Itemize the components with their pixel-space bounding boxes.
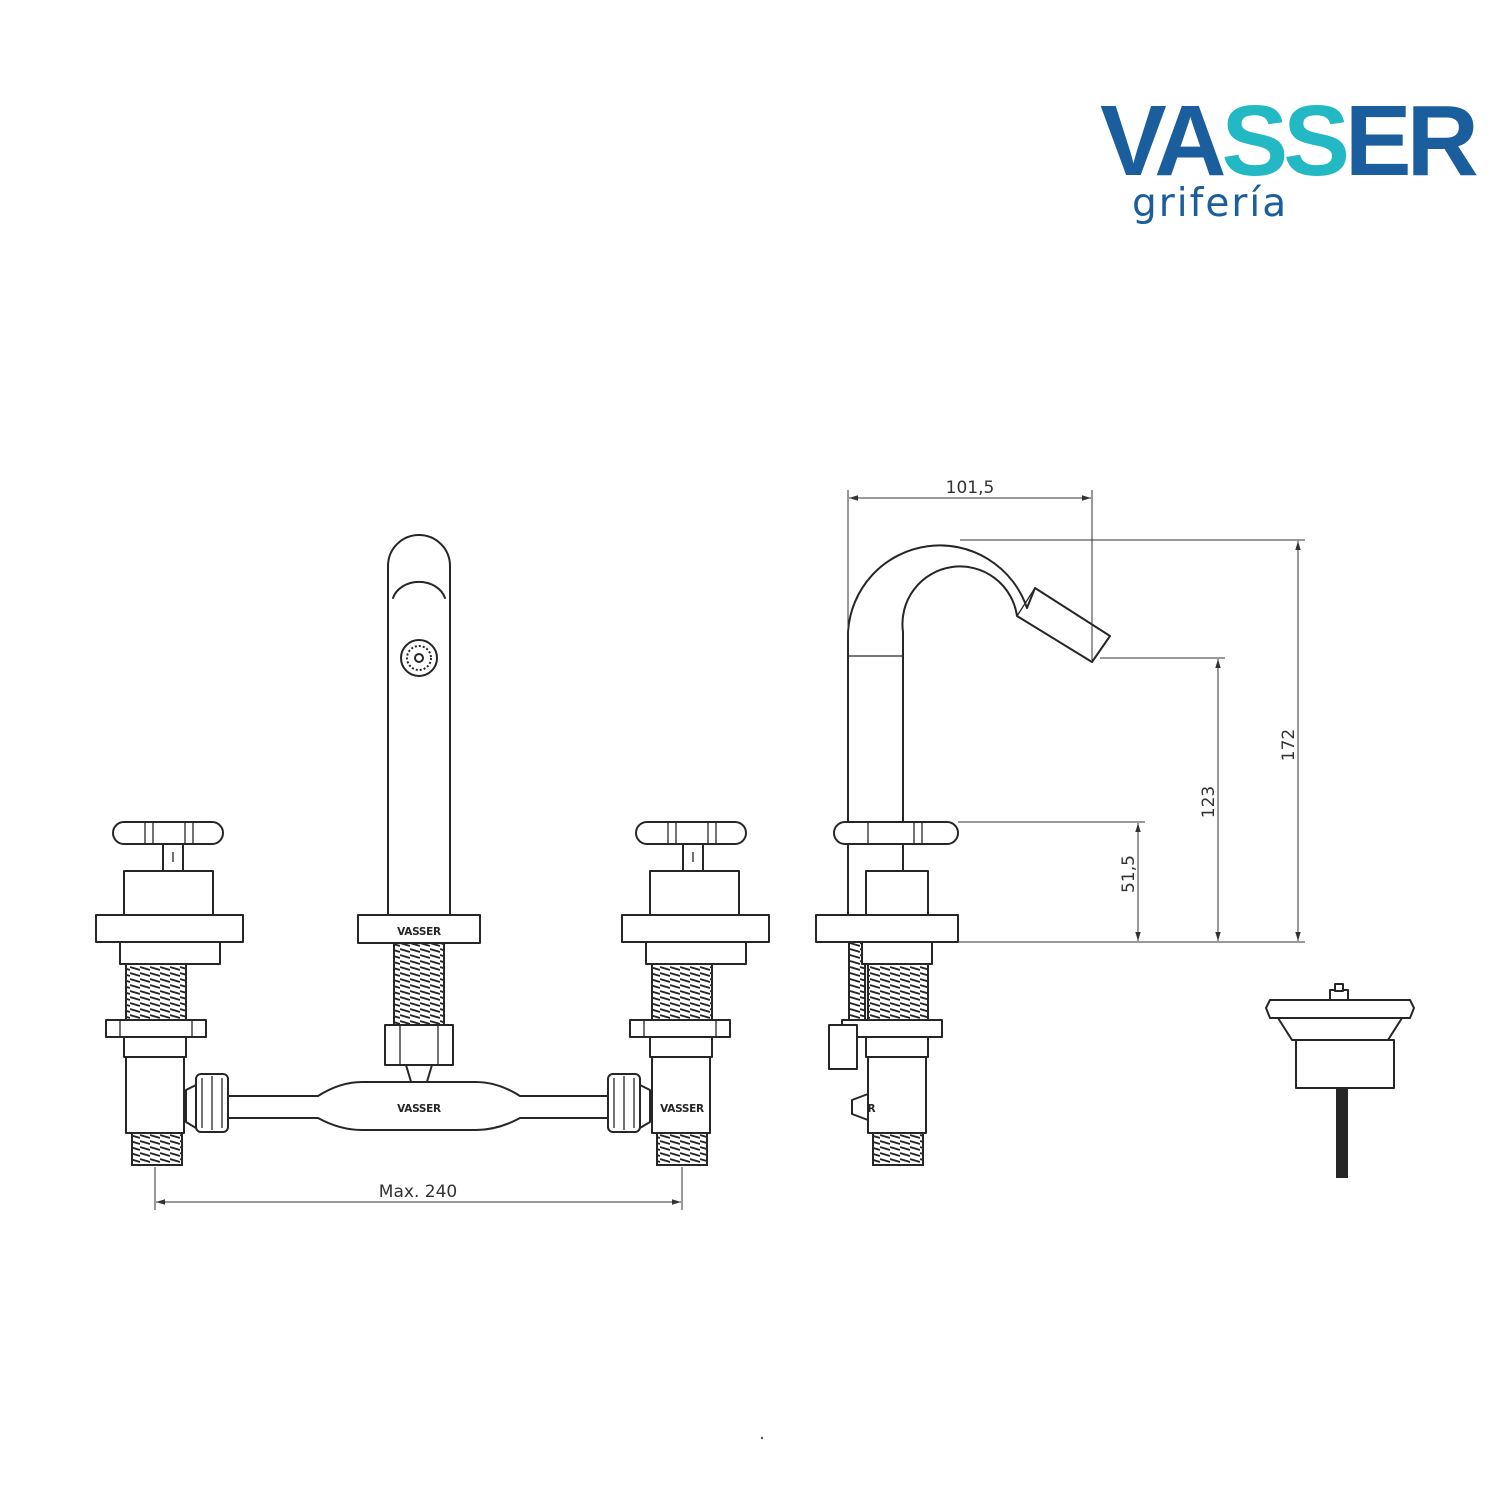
drain-body: [1295, 1039, 1395, 1089]
spout-connector: [384, 1024, 454, 1066]
brand-logo-part2: SS: [1222, 85, 1347, 197]
side-escutcheon: [815, 914, 959, 943]
dimension-handle-height-label: 51,5: [1119, 855, 1139, 893]
brand-subtitle: grifería: [1132, 181, 1288, 226]
left-inlet-thread: [131, 1132, 183, 1166]
side-valve-lower: [867, 1056, 927, 1134]
side-view: ER 101,5 172 123 51,5: [815, 478, 1305, 1166]
right-nut: [629, 1019, 731, 1038]
left-valve: [95, 821, 244, 1166]
spout-base-stamp: VASSER: [397, 926, 441, 938]
spout-base: [357, 914, 481, 944]
side-valve-body: [865, 870, 929, 916]
dimension-spout-reach-label: 101,5: [946, 478, 995, 498]
right-cross-handle: [635, 821, 747, 845]
spout-tube: [387, 534, 451, 916]
brand-logo-text: VASSER: [1100, 85, 1478, 197]
left-nut: [105, 1019, 207, 1038]
bridge-pipe: VASSER: [185, 1073, 651, 1133]
side-connector: [828, 1024, 858, 1070]
dimension-handle-height: 51,5: [1119, 823, 1141, 941]
right-valve-body: [649, 870, 740, 916]
side-handle: [833, 821, 959, 845]
drain-rod: [1336, 1088, 1348, 1178]
right-valve: VASSER: [621, 821, 770, 1166]
front-view: VASSER VASSER: [95, 534, 770, 1210]
dimension-max-width-label: Max. 240: [379, 1182, 457, 1202]
brand-logo-part3: ER: [1345, 85, 1478, 197]
side-valve-thread: [867, 963, 929, 1021]
bridge-stamp: VASSER: [397, 1103, 441, 1115]
right-shank-thread: [651, 963, 713, 1021]
side-inlet-thread: [872, 1132, 924, 1166]
right-escutcheon: [621, 914, 770, 943]
left-escutcheon: [95, 914, 244, 943]
spout-shank-thread: [393, 942, 445, 1026]
dimension-total-height-label: 172: [1279, 729, 1299, 761]
center-spout: VASSER: [357, 534, 481, 1086]
dimension-max-width: Max. 240: [154, 1167, 683, 1210]
brand-logo: VASSER grifería: [1100, 85, 1483, 226]
right-valve-lower: [651, 1056, 711, 1134]
dimension-spout-reach: 101,5: [847, 478, 1093, 660]
dimension-total-height: 172: [1279, 541, 1301, 941]
left-valve-body: [123, 870, 214, 916]
left-shank-thread: [125, 963, 187, 1021]
dimension-outlet-height-label: 123: [1199, 786, 1219, 818]
drain-flange: [1265, 999, 1415, 1019]
brand-logo-part1: VA: [1100, 85, 1224, 197]
left-cross-handle: [112, 821, 224, 845]
side-spout-gooseneck: [847, 544, 1111, 916]
dimension-outlet-height: 123: [1199, 659, 1221, 941]
left-valve-lower: [125, 1056, 185, 1134]
right-valve-stamp: VASSER: [660, 1103, 704, 1115]
drain-assembly: [1265, 983, 1415, 1178]
right-inlet-thread: [656, 1132, 708, 1166]
